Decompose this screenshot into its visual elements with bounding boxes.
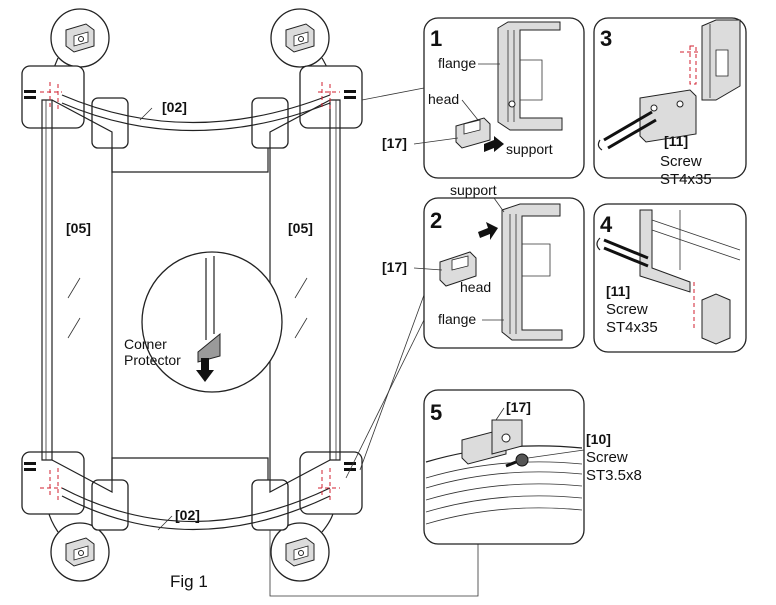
detail-box-bottom-left: [21, 451, 85, 515]
screw-10: [515, 453, 529, 467]
screw-label: Screw: [606, 301, 648, 318]
step-number: 2: [430, 208, 442, 233]
part-label-17: [17]: [382, 259, 407, 275]
flange-label: flange: [438, 311, 476, 327]
rotate-icon: [596, 237, 601, 251]
figure-caption: Fig 1: [170, 572, 208, 591]
screw-label: Screw: [586, 449, 628, 466]
corner-protector-label: Protector: [124, 352, 181, 368]
rotate-icon: [597, 139, 603, 151]
support-label: support: [506, 141, 553, 157]
bracket-callout-top-left: [49, 8, 110, 81]
support-label: support: [450, 182, 497, 198]
bracket-callout-bottom-right: [270, 509, 335, 582]
corner-protector-label: Corner: [124, 336, 167, 352]
step-5-panel: 5 [17] [10] Screw ST3.5x8: [423, 389, 642, 545]
head-label: head: [428, 91, 459, 107]
step-4-panel: 4 [11] Screw ST4x35: [593, 203, 747, 353]
part-label-10: [10]: [586, 431, 611, 447]
part-label-02-top: [02]: [162, 99, 187, 115]
step-number: 3: [600, 26, 612, 51]
corner-protector-shape: [197, 332, 221, 363]
arrow-icon: [484, 136, 504, 152]
detail-box-top-right: [299, 65, 363, 129]
part-label-05-right: [05]: [288, 220, 313, 236]
screw-label: Screw: [660, 153, 702, 170]
screw-size-label: ST3.5x8: [586, 467, 642, 484]
part-label-17: [17]: [382, 135, 407, 151]
step-number: 4: [600, 212, 613, 237]
corner-protector-callout: Corner Protector: [124, 251, 283, 393]
part-label-11: [11]: [606, 283, 630, 299]
part-label-05-left: [05]: [66, 220, 91, 236]
step-1-panel: 1 flange head [17] support: [382, 17, 585, 179]
bracket-callout-bottom-left: [47, 509, 110, 582]
head-label: head: [460, 279, 491, 295]
part-label-02-bottom: [02]: [175, 507, 200, 523]
part-label-17: [17]: [506, 399, 531, 415]
enclosure-drawing: Corner Protector [02] [02] [05] [05] Fig…: [21, 8, 479, 597]
step-number: 5: [430, 400, 442, 425]
step-number: 1: [430, 26, 442, 51]
down-arrow-icon: [196, 358, 214, 382]
detail-box-top-left: [21, 65, 85, 129]
screw-size-label: ST4x35: [606, 319, 658, 336]
part-label-11: [11]: [664, 133, 688, 149]
step-2-panel: 2 support [17] head flange: [382, 182, 585, 349]
bracket-part-11: [639, 209, 691, 293]
bracket-callout-top-right: [270, 8, 333, 81]
flange-label: flange: [438, 55, 476, 71]
screw-size-label: ST4x35: [660, 171, 712, 188]
step-3-panel: 3 [11] Screw ST4x35: [593, 17, 747, 188]
arrow-icon: [478, 222, 498, 240]
